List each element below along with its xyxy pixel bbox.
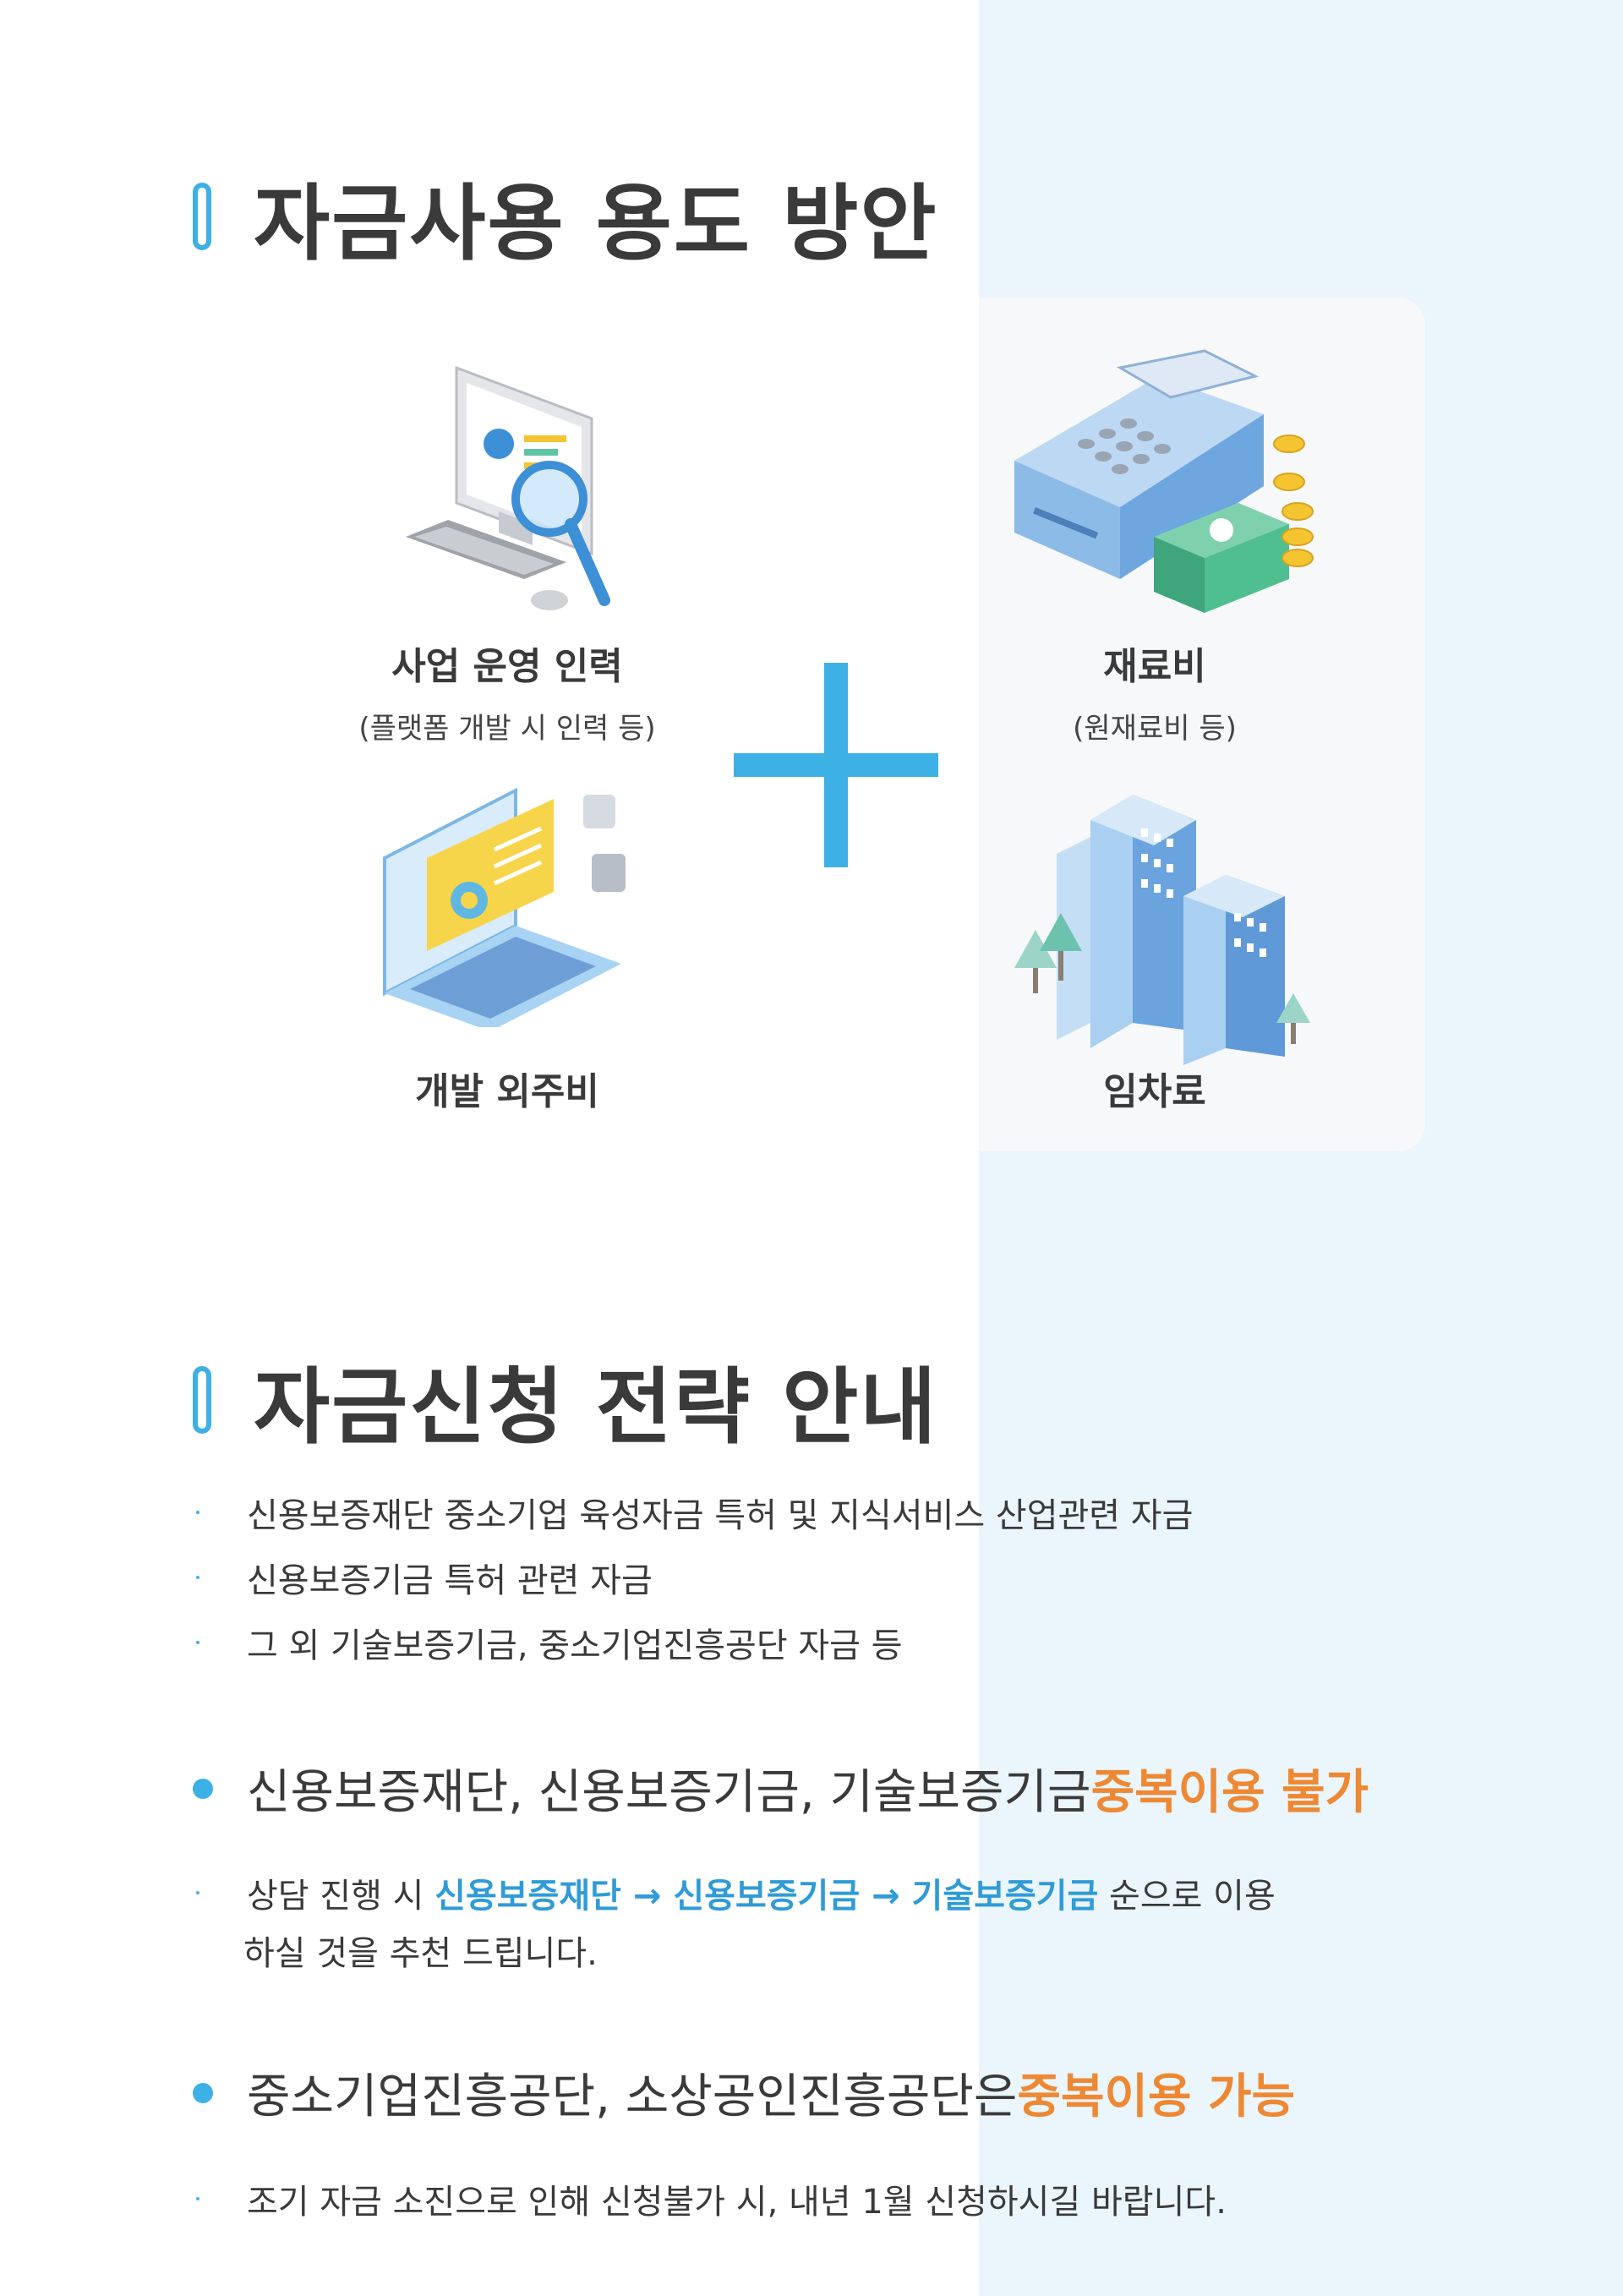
bullet-dot-icon	[193, 2082, 213, 2103]
bullet-dot-icon	[193, 1778, 213, 1799]
point1-detail-line2: 하실 것을 추천 드립니다.	[243, 1934, 598, 1973]
point-duplicate-allowed: 중소기업진흥공단, 소상공인진흥공단은 중복이용 가능	[193, 2058, 1295, 2127]
computer-analysis-icon	[406, 365, 610, 610]
highlight-allowed: 중복이용 가능	[1017, 2069, 1296, 2124]
section2-heading: 자금신청 전략 안내	[193, 1340, 938, 1460]
item-rent: 임차료	[986, 1061, 1324, 1115]
bullet-item: 그 외 기술보증기금, 중소기업진흥공단 자금 등	[193, 1618, 903, 1667]
bullet-tick-icon	[196, 1641, 199, 1644]
plus-icon	[734, 663, 938, 867]
item-title: 사업 운영 인력	[391, 645, 623, 688]
item-title: 재료비	[1103, 645, 1206, 688]
bullet-item: 신용보증재단 중소기업 육성자금 특허 및 지식서비스 산업관련 자금	[193, 1488, 1193, 1537]
bullet-item: 신용보증기금 특허 관련 자금	[193, 1553, 653, 1602]
section1-heading: 자금사용 용도 방안	[193, 156, 938, 276]
item-material-cost: 재료비 (원재료비 등)	[986, 636, 1324, 746]
item-outsourcing-cost: 개발 외주비	[304, 1061, 710, 1115]
point2-detail: 조기 자금 소진으로 인해 신청불가 시, 내년 1월 신청하시길 바랍니다.	[193, 2174, 1227, 2223]
cash-register-icon	[1014, 349, 1314, 613]
item-title: 임차료	[1103, 1070, 1206, 1113]
bullet-tick-icon	[196, 1576, 199, 1579]
bullet-tick-icon	[196, 2197, 199, 2200]
highlight-not-allowed: 중복이용 불가	[1090, 1765, 1369, 1820]
section1-title: 자금사용 용도 방안	[254, 176, 938, 272]
point-duplicate-not-allowed: 신용보증재단, 신용보증기금, 기술보증기금 중복이용 불가	[193, 1754, 1369, 1823]
section2-title: 자금신청 전략 안내	[254, 1359, 938, 1456]
building-icon	[1014, 795, 1310, 1065]
laptop-icon	[383, 787, 626, 1027]
point1-detail: 상담 진행 시 신용보증재단 → 신용보증기금 → 기술보증기금 순으로 이용	[193, 1868, 1276, 1917]
heading-marker-icon	[193, 183, 211, 250]
item-operation-staff: 사업 운영 인력 (플랫폼 개발 시 인력 등)	[304, 636, 710, 746]
item-title: 개발 외주비	[415, 1070, 599, 1113]
item-subtitle: (플랫폼 개발 시 인력 등)	[358, 712, 656, 746]
heading-marker-icon	[193, 1366, 211, 1434]
item-subtitle: (원재료비 등)	[1073, 712, 1237, 746]
bullet-tick-icon	[196, 1891, 199, 1894]
bullet-tick-icon	[196, 1511, 199, 1514]
